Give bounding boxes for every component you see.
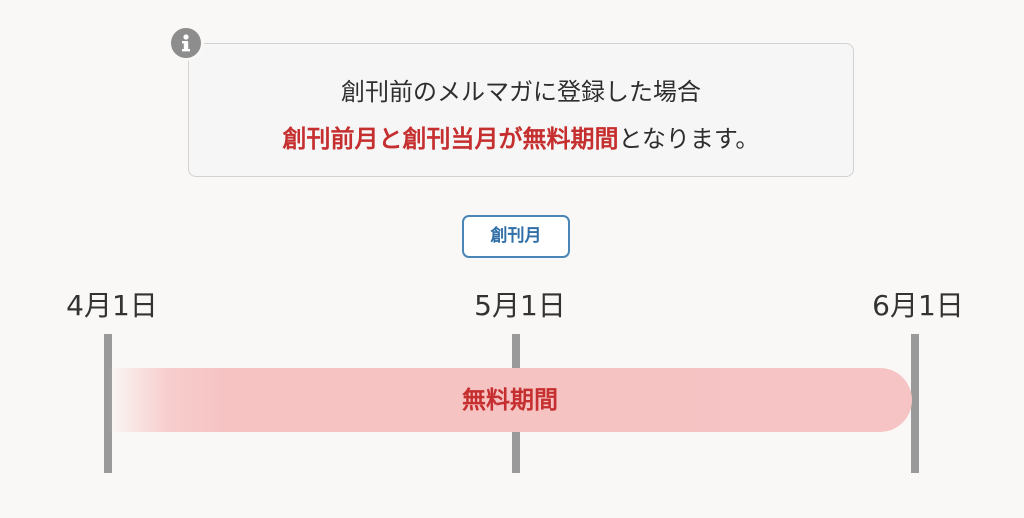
- date-label-june: 6月1日: [872, 289, 964, 322]
- free-period-bar: [108, 368, 912, 432]
- info-rest-text: となります。: [618, 125, 760, 153]
- date-label-may: 5月1日: [474, 289, 566, 322]
- info-line-2: 創刊前月と創刊当月が無料期間となります。: [189, 119, 853, 154]
- free-period-label: 無料期間: [462, 386, 558, 414]
- info-box: 創刊前のメルマガに登録した場合 創刊前月と創刊当月が無料期間となります。: [188, 43, 854, 177]
- info-highlight-text: 創刊前月と創刊当月が無料期間: [282, 125, 619, 153]
- tick-june: [911, 334, 919, 473]
- date-label-april: 4月1日: [66, 289, 158, 322]
- launch-month-callout: 創刊月: [462, 215, 570, 258]
- info-icon: [168, 25, 204, 61]
- info-line-1: 創刊前のメルマガに登録した場合: [341, 78, 701, 106]
